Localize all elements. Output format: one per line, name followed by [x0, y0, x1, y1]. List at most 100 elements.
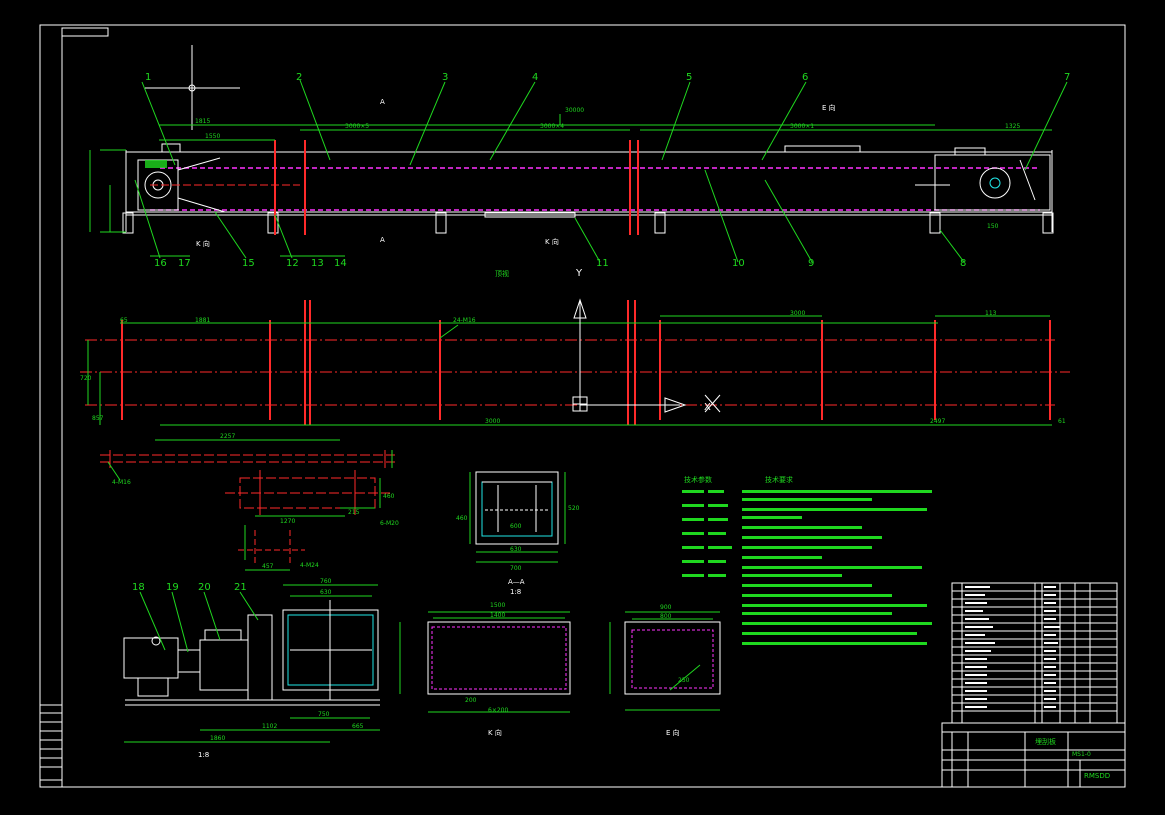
balloon-17: 17 [178, 258, 191, 269]
balloon-1: 1 [145, 72, 151, 83]
dim-24m16: 24-M16 [453, 317, 476, 324]
balloon-11: 11 [596, 258, 609, 269]
head-drive-coupling [145, 160, 167, 168]
discharge-flange-bottom [484, 212, 576, 218]
elevation-view: 1815 1550 3000×5 30000 3000×4 3000×1 132… [89, 45, 1054, 278]
dim-65: 65 [120, 317, 128, 324]
dim-1815: 1815 [195, 118, 210, 125]
dim-4m24: 4-M24 [300, 562, 319, 569]
dim-1102: 1102 [262, 723, 277, 730]
balloon-21: 21 [234, 582, 247, 593]
dim-1550: 1550 [205, 133, 220, 140]
feed-inlet-top [784, 145, 861, 153]
dim-600-aa: 600 [510, 523, 522, 530]
dim-1881: 1881 [195, 317, 210, 324]
left-margin-table [39, 704, 63, 781]
balloon-15: 15 [242, 258, 255, 269]
balloon-16: 16 [154, 258, 167, 269]
dim-4m16: 4-M16 [112, 479, 131, 486]
axis-y-label: Y [575, 268, 583, 279]
view-mark-e: E 向 [822, 103, 836, 112]
dim-30000: 30000 [565, 107, 584, 114]
crosshair-center [188, 84, 196, 92]
dim-6m20: 6-M20 [380, 520, 399, 527]
dim-61: 61 [1058, 418, 1066, 425]
balloon-19: 19 [166, 582, 179, 593]
dim-3000-bottom: 3000 [485, 418, 500, 425]
section-aa-title: A—A [508, 578, 525, 586]
dim-1500: 1500 [490, 602, 505, 609]
dim-630: 630 [320, 589, 332, 596]
dim-150: 150 [987, 223, 999, 230]
anchor-detail-1: 2257 4-M16 [100, 433, 395, 486]
dim-720: 720 [80, 375, 92, 382]
section-aa-scale: 1:8 [510, 588, 521, 596]
anchor-detail-3: 457 4-M24 [238, 525, 319, 571]
dim-800: 800 [660, 613, 672, 620]
reducer [199, 639, 249, 691]
drive-scale: 1:8 [198, 751, 209, 759]
e-view-title: E 向 [666, 728, 680, 737]
dim-457: 457 [262, 563, 274, 570]
e-view: 900 800 250 E 向 [609, 604, 721, 737]
tail-sprocket [979, 167, 1011, 199]
dim-520-aa: 520 [568, 505, 580, 512]
balloon-4: 4 [532, 72, 538, 83]
drawing-number: RMSDD [1084, 772, 1110, 780]
dim-760: 760 [320, 578, 332, 585]
dim-6x200: 6×200 [488, 707, 508, 714]
dim-215: 215 [348, 509, 360, 516]
section-mark-a-bottom: A [380, 236, 385, 244]
dim-630-aa: 630 [510, 546, 522, 553]
balloon-14: 14 [334, 258, 347, 269]
balloon-2: 2 [296, 72, 302, 83]
parts-list [951, 582, 1118, 724]
section-aa: 460 600 630 700 520 A—A 1:8 [456, 471, 580, 596]
balloon-3: 3 [442, 72, 448, 83]
title-block-label: 埋刮板 [1035, 737, 1056, 746]
balloon-7: 7 [1064, 72, 1070, 83]
balloon-13: 13 [311, 258, 324, 269]
view-mark-k-left: K 向 [196, 239, 210, 248]
balloon-20: 20 [198, 582, 211, 593]
balloon-5: 5 [686, 72, 692, 83]
balloon-6: 6 [802, 72, 808, 83]
dim-700-aa: 700 [510, 565, 522, 572]
k-view-title: K 向 [488, 728, 502, 737]
head-sprocket [144, 171, 172, 199]
section-mark-a-top: A [380, 98, 385, 106]
dim-857: 857 [92, 415, 104, 422]
technical-requirements: 技术要求 [742, 475, 932, 645]
dim-200: 200 [465, 697, 477, 704]
k-view: 1500 1400 200 6×200 K 向 [399, 602, 571, 737]
dim-1325: 1325 [1005, 123, 1020, 130]
view-title-top: 顶视 [495, 269, 509, 278]
technical-parameters: 技术参数 [682, 475, 732, 577]
foundation-plan: 65 1881 3000 113 720 857 3000 2497 61 24… [80, 268, 1070, 426]
tail-tensioner-housing [934, 154, 1051, 211]
support-legs [122, 212, 1054, 234]
motor [123, 637, 179, 679]
dim-1860: 1860 [210, 735, 225, 742]
dim-750: 750 [318, 711, 330, 718]
balloon-9: 9 [808, 258, 814, 269]
dim-460-aa: 460 [456, 515, 468, 522]
dim-460: 460 [383, 493, 395, 500]
dim-3000x5: 3000×5 [345, 123, 369, 130]
dim-1400: 1400 [490, 612, 505, 619]
balloon-10: 10 [732, 258, 745, 269]
axis-x-label: X [704, 402, 711, 413]
anchor-detail-2: 1270 215 6-M20 460 [225, 470, 399, 527]
drive-assembly: 760 630 750 1102 665 1860 1:8 18 19 20 2… [123, 578, 380, 759]
title-block: 埋刮板 MS1-0 RMSDD [941, 722, 1126, 788]
dim-3000x4: 3000×4 [540, 123, 564, 130]
dim-665: 665 [352, 723, 364, 730]
view-mark-k-right: K 向 [545, 237, 559, 246]
dim-250: 250 [678, 677, 690, 684]
dim-3000x1: 3000×1 [790, 123, 814, 130]
section-joints [274, 140, 639, 235]
balloon-18: 18 [132, 582, 145, 593]
title-block-ref: MS1-0 [1072, 751, 1091, 758]
coupling [177, 649, 201, 673]
